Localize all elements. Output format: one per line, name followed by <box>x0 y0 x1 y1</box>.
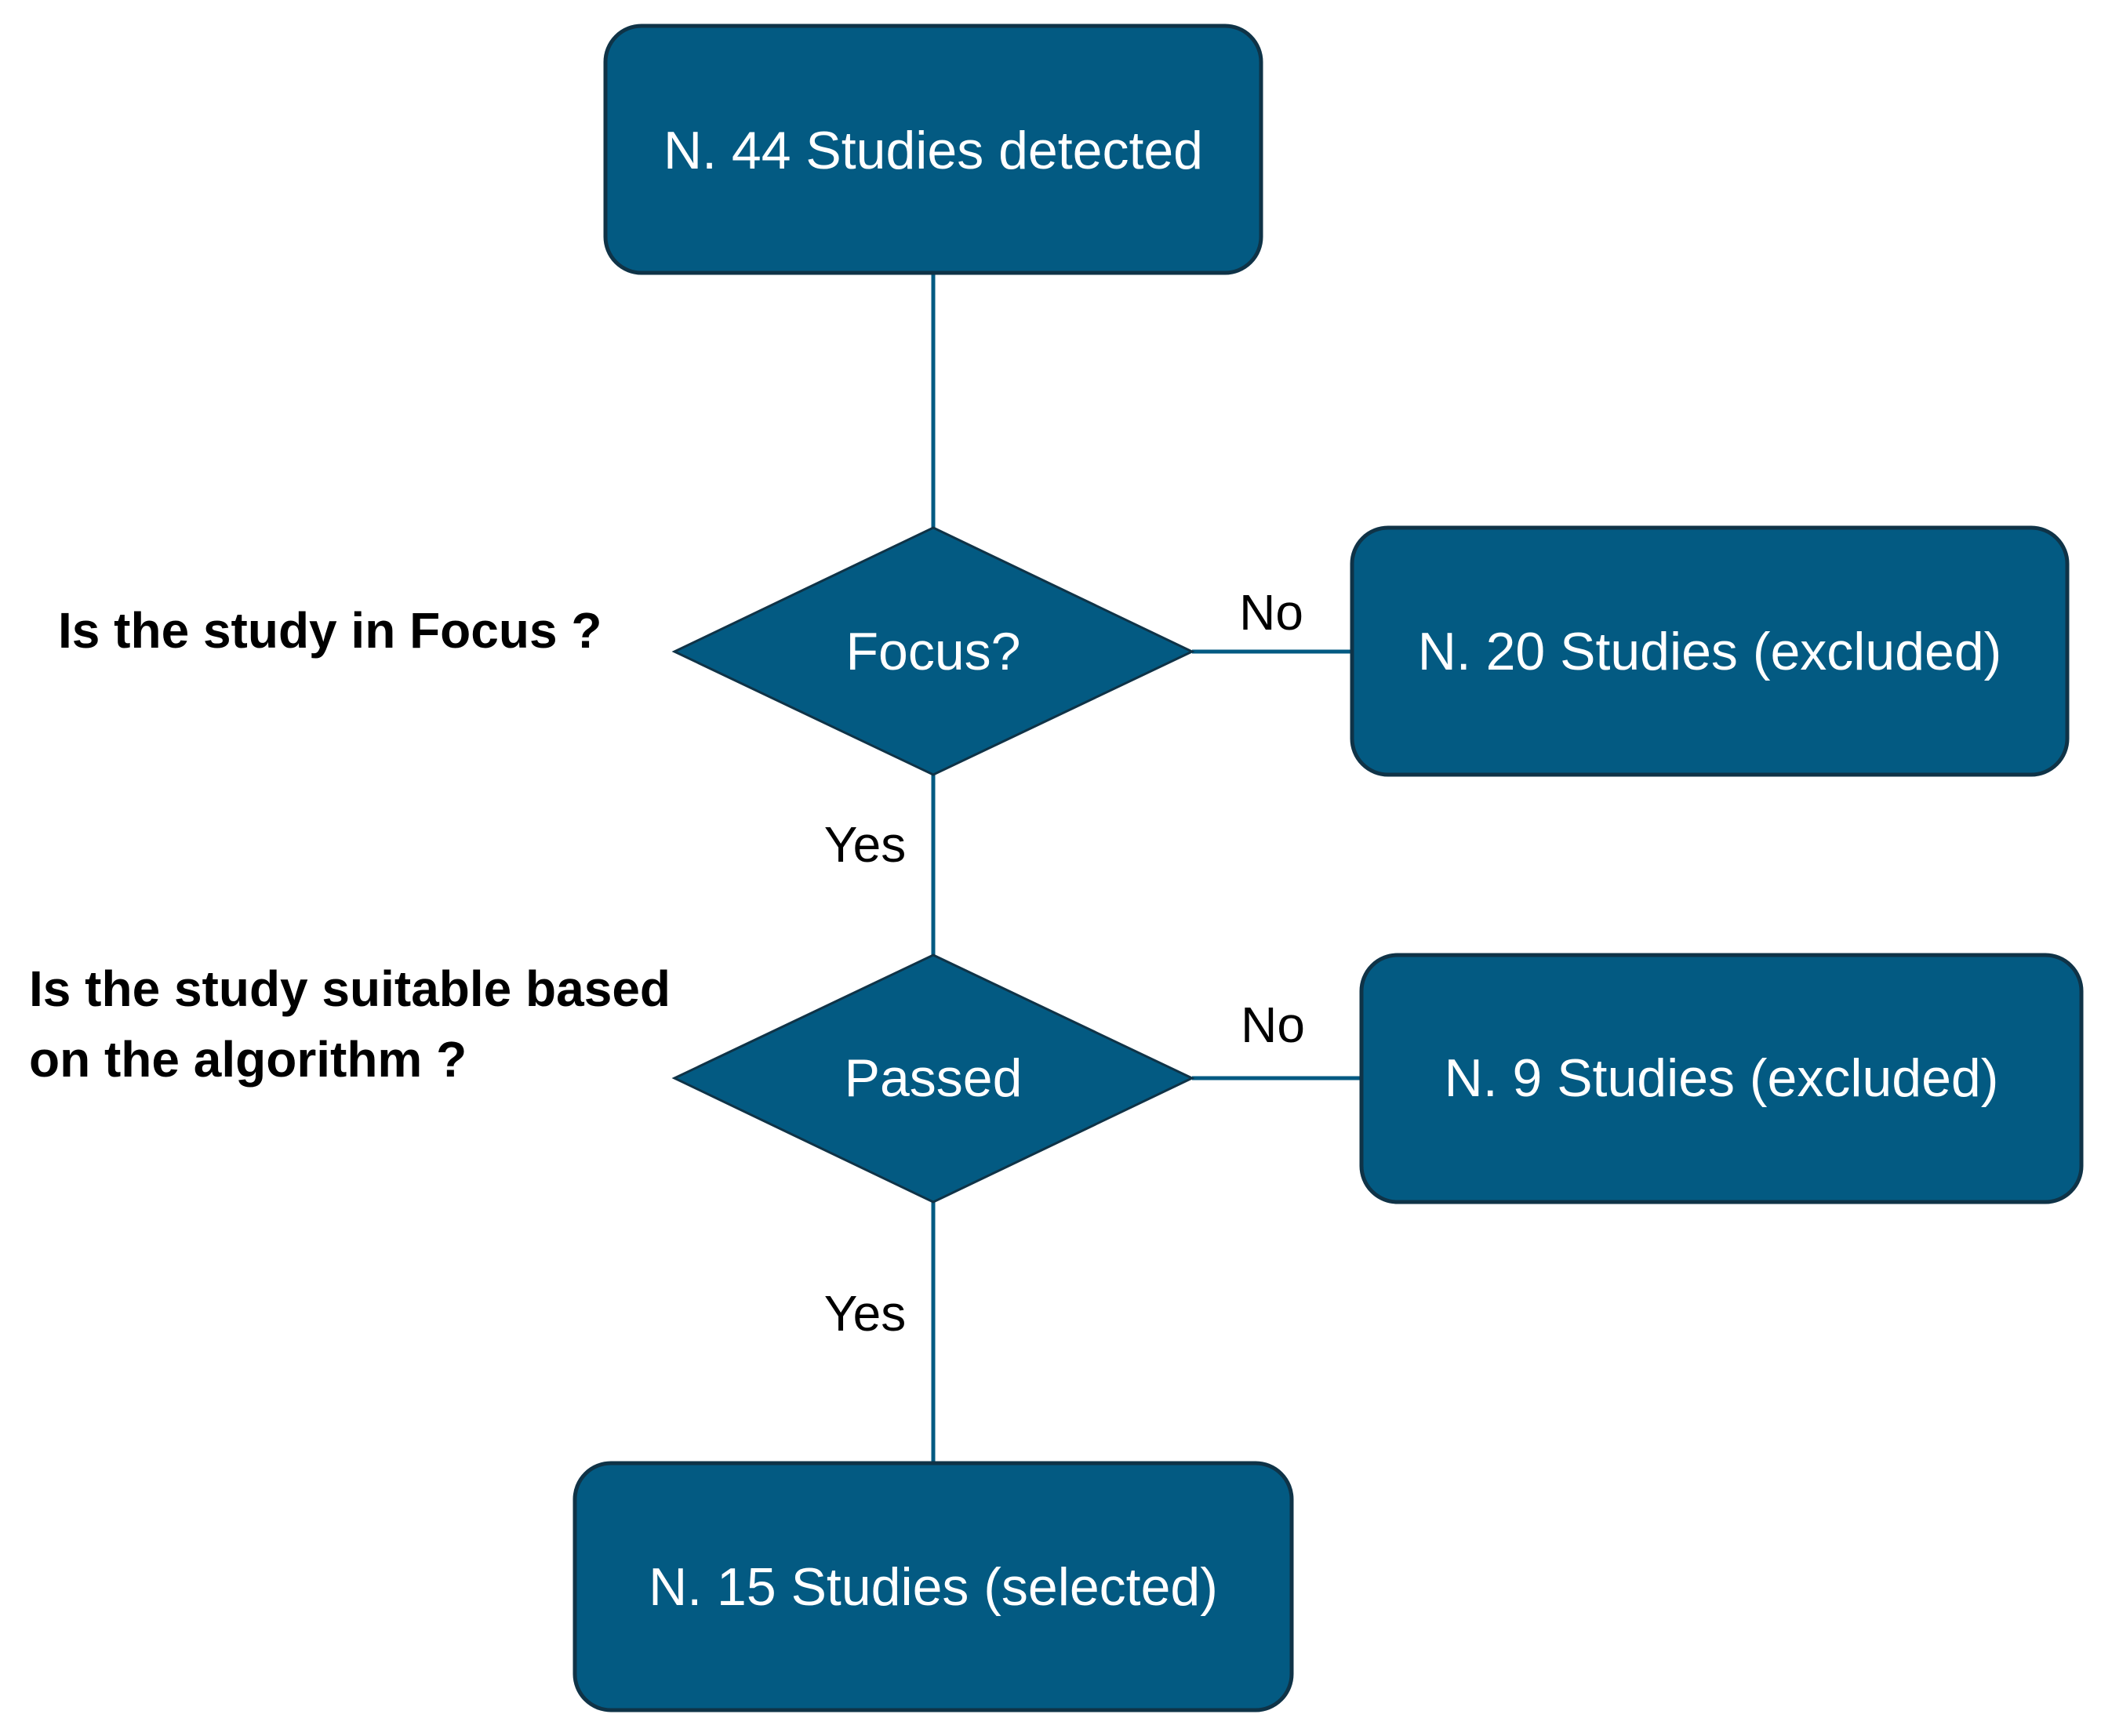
decision-passed-label: Passed <box>845 1048 1023 1108</box>
edge-label-focus-no: No <box>1239 584 1303 641</box>
question-algorithm-line1: Is the study suitable based <box>29 961 671 1017</box>
question-focus: Is the study in Focus ? <box>58 602 602 659</box>
decision-passed-diamond <box>671 953 1195 1204</box>
edge-label-passed-yes: Yes <box>824 1285 906 1342</box>
node-selected-label: N. 15 Studies (selected) <box>649 1557 1218 1617</box>
node-selected: N. 15 Studies (selected) <box>573 1461 1294 1712</box>
decision-focus-diamond <box>671 526 1195 776</box>
decision-focus: Focus? <box>671 526 1195 776</box>
node-selected-box <box>573 1461 1294 1712</box>
decision-focus-label: Focus? <box>846 622 1021 681</box>
node-detected-box <box>603 24 1263 275</box>
node-excluded-focus: N. 20 Studies (excluded) <box>1350 525 2070 777</box>
node-excluded-algorithm: N. 9 Studies (excluded) <box>1359 953 2084 1204</box>
question-algorithm-line2: on the algorithm ? <box>29 1031 467 1088</box>
node-excluded-algorithm-box <box>1359 953 2084 1204</box>
node-excluded-focus-box <box>1350 525 2070 777</box>
node-excluded-algorithm-label: N. 9 Studies (excluded) <box>1445 1048 1999 1108</box>
node-detected: N. 44 Studies detected <box>603 24 1263 275</box>
node-excluded-focus-label: N. 20 Studies (excluded) <box>1418 622 2002 681</box>
edge-label-focus-yes: Yes <box>824 816 906 873</box>
node-detected-label: N. 44 Studies detected <box>663 121 1203 180</box>
edge-label-passed-no: No <box>1241 997 1305 1053</box>
decision-passed: Passed <box>671 953 1195 1204</box>
